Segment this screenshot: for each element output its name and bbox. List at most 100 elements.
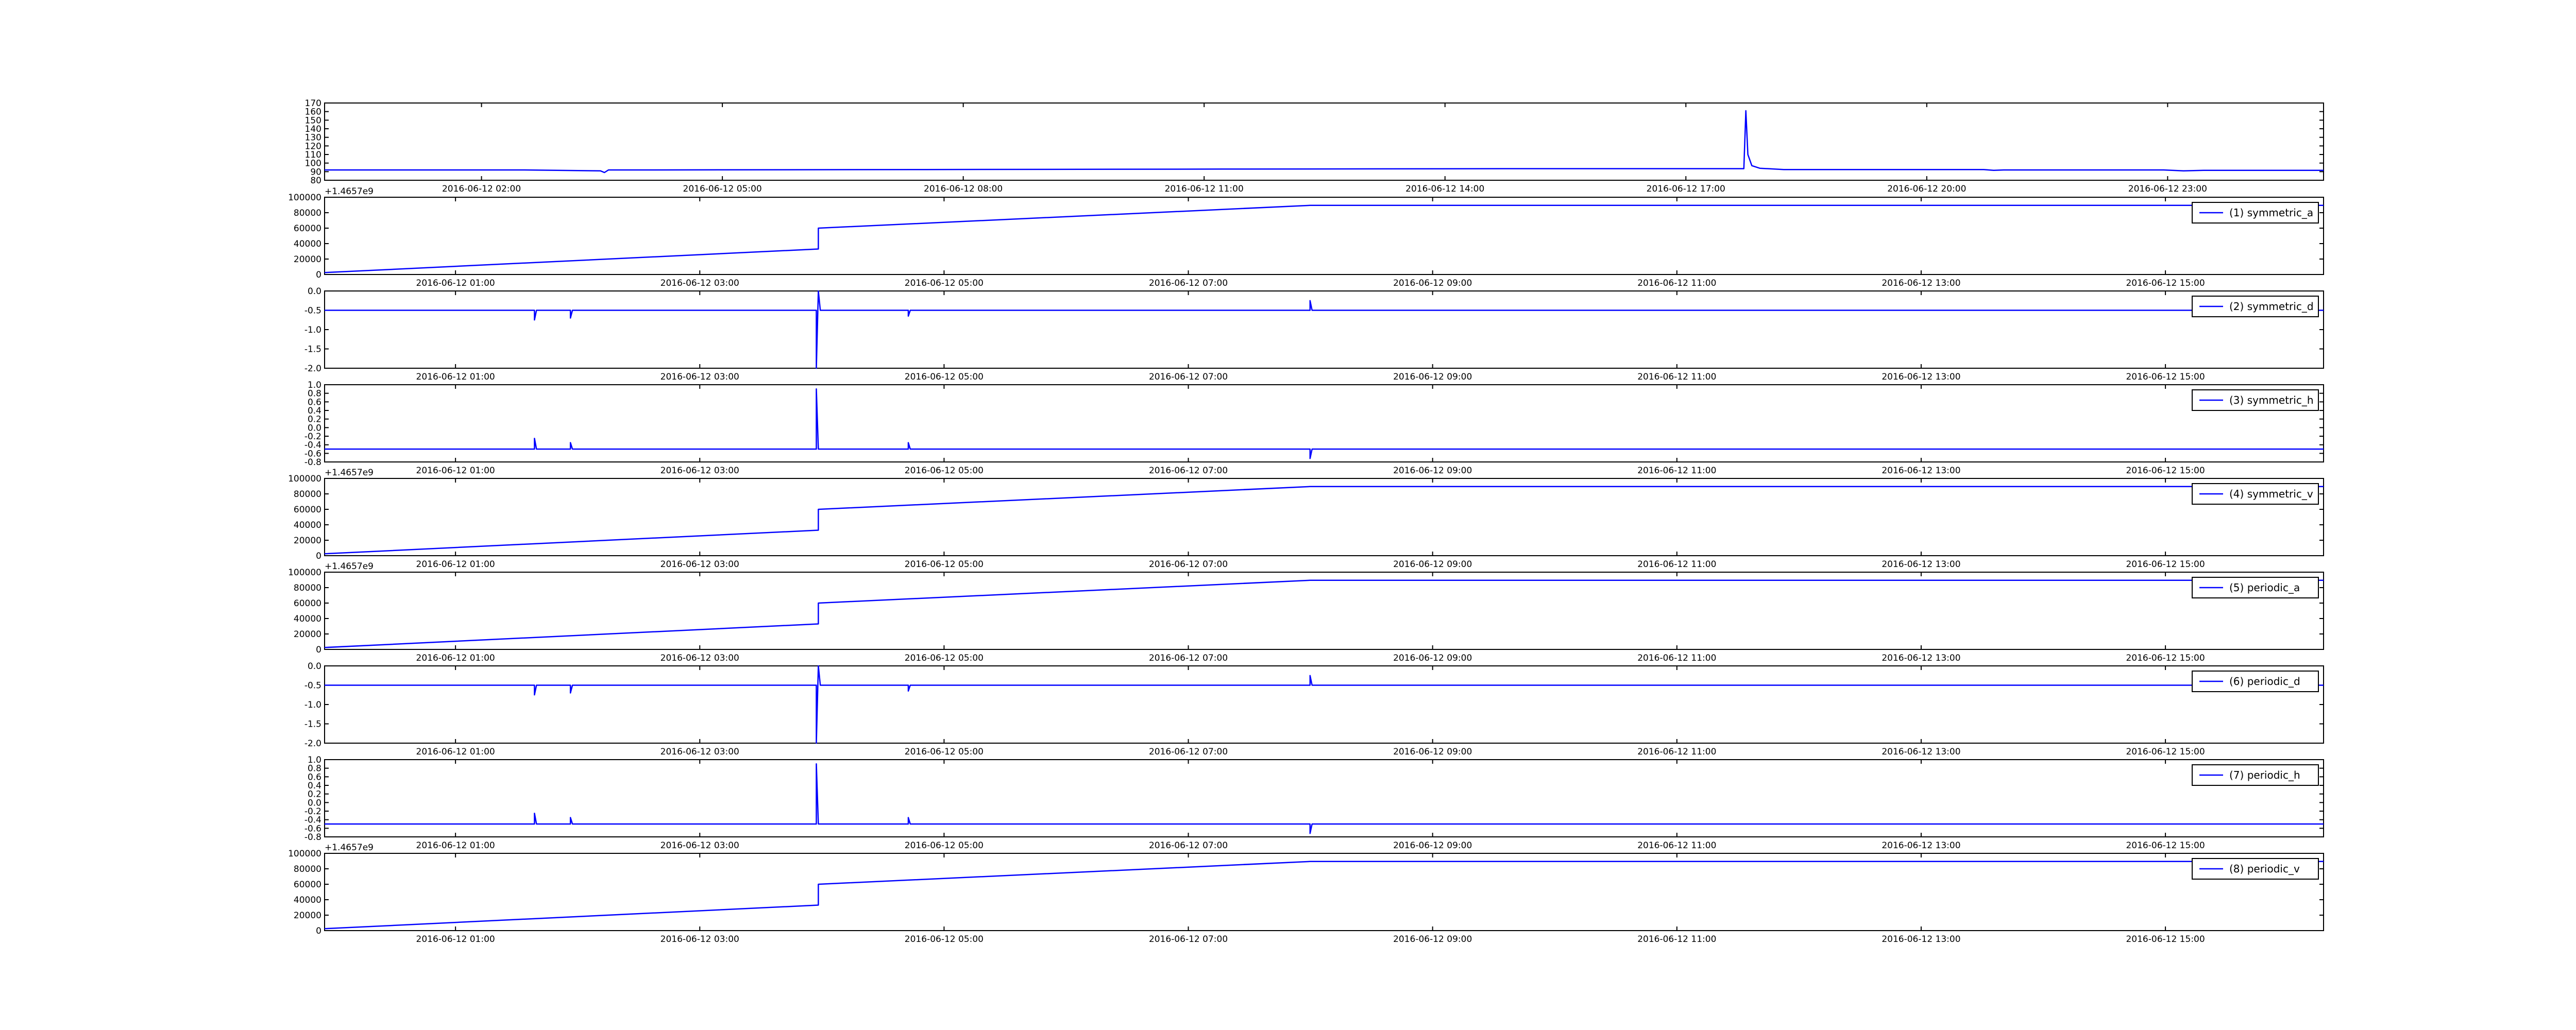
panel-2-xtick-label: 2016-06-12 07:00	[1149, 278, 1228, 288]
panel-2-legend-label: (1) symmetric_a	[2229, 207, 2313, 219]
panel-4-legend-label: (3) symmetric_h	[2229, 394, 2314, 406]
panel-5-ytick-label: 80000	[294, 489, 321, 500]
panel-5-xtick-label: 2016-06-12 03:00	[660, 559, 739, 570]
panel-8-xtick-label: 2016-06-12 01:00	[416, 840, 495, 851]
panel-2-xtick-label: 2016-06-12 05:00	[905, 278, 984, 288]
panel-3-xtick-label: 2016-06-12 03:00	[660, 372, 739, 382]
panel-9-axes-frame	[324, 853, 2324, 931]
panel-6-xtick-label: 2016-06-12 09:00	[1393, 653, 1472, 663]
panel-1-ytick-label: 120	[305, 141, 321, 151]
panel-4-xtick-label: 2016-06-12 11:00	[1637, 466, 1716, 476]
panel-3-xtick-label: 2016-06-12 09:00	[1393, 372, 1472, 382]
panel-5-ytick-label: 20000	[294, 536, 321, 546]
panel-7-xtick-label: 2016-06-12 07:00	[1149, 747, 1228, 757]
panel-4-xtick-label: 2016-06-12 13:00	[1882, 466, 1960, 476]
panel-6-ytick-label: 60000	[294, 598, 321, 609]
panel-2-offset-label: +1.4657e9	[325, 186, 374, 197]
panel-1-xtick-label: 2016-06-12 17:00	[1647, 184, 1725, 194]
panel-7-ytick-label: -1.5	[304, 719, 321, 730]
panel-7-legend-label: (6) periodic_d	[2229, 675, 2300, 688]
panel-9-ytick-label: 100000	[288, 849, 321, 859]
panel-6-xtick-label: 2016-06-12 07:00	[1149, 653, 1228, 663]
panel-4-ytick-label: 0.2	[308, 415, 321, 425]
panel-5-series-line	[324, 486, 2324, 555]
panel-4-xtick-label: 2016-06-12 09:00	[1393, 466, 1472, 476]
panel-4-ytick-label: 1.0	[308, 380, 321, 390]
panel-8-xtick-label: 2016-06-12 03:00	[660, 840, 739, 851]
panel-2-xtick-label: 2016-06-12 13:00	[1882, 278, 1960, 288]
panel-7-xtick-label: 2016-06-12 03:00	[660, 747, 739, 757]
panel-7-xtick-label: 2016-06-12 09:00	[1393, 747, 1472, 757]
panel-9-xtick-label: 2016-06-12 09:00	[1393, 934, 1472, 945]
panel-6-xtick-label: 2016-06-12 15:00	[2126, 653, 2205, 663]
panel-9-xtick-label: 2016-06-12 01:00	[416, 934, 495, 945]
panel-5-xtick-label: 2016-06-12 11:00	[1637, 559, 1716, 570]
panel-6-xtick-label: 2016-06-12 03:00	[660, 653, 739, 663]
panel-7-ytick-label: -0.5	[304, 681, 321, 691]
panel-9-xtick-label: 2016-06-12 11:00	[1637, 934, 1716, 945]
panel-2-xtick-label: 2016-06-12 09:00	[1393, 278, 1472, 288]
panel-7-ytick-label: 0.0	[308, 661, 321, 672]
panel-8-xtick-label: 2016-06-12 13:00	[1882, 840, 1960, 851]
panel-6-xtick-label: 2016-06-12 01:00	[416, 653, 495, 663]
panel-7-series-line	[325, 665, 2324, 744]
panel-2-ytick-label: 80000	[294, 208, 321, 218]
panel-4-axes-frame	[324, 384, 2324, 462]
panel-7-xtick-label: 2016-06-12 13:00	[1882, 747, 1960, 757]
panel-5-xtick-label: 2016-06-12 01:00	[416, 559, 495, 570]
panel-3-ytick-label: -1.0	[304, 325, 321, 335]
panel-7-axes-frame	[324, 665, 2324, 744]
panel-6-ytick-label: 20000	[294, 629, 321, 640]
panel-9-xtick-label: 2016-06-12 15:00	[2126, 934, 2205, 945]
panel-1-xtick-label: 2016-06-12 11:00	[1165, 184, 1244, 194]
panel-2-xtick-label: 2016-06-12 03:00	[660, 278, 739, 288]
panel-1-ytick-label: 150	[305, 115, 321, 126]
panel-1-ytick-label: 170	[305, 98, 321, 109]
panel-5-legend-label: (4) symmetric_v	[2229, 488, 2313, 500]
panel-1-xtick-label: 2016-06-12 08:00	[924, 184, 1003, 194]
panel-7-ytick-label: -2.0	[304, 739, 321, 749]
panel-3-xtick-label: 2016-06-12 05:00	[905, 372, 984, 382]
panel-9-ytick-label: 20000	[294, 911, 321, 921]
panel-8-xtick-label: 2016-06-12 05:00	[905, 840, 984, 851]
panel-1-ytick-label: 110	[305, 150, 321, 160]
panel-3-xtick-label: 2016-06-12 07:00	[1149, 372, 1228, 382]
panel-8-ytick-label: 1.0	[308, 755, 321, 765]
panel-6-ytick-label: 0	[316, 645, 321, 655]
panel-4-xtick-label: 2016-06-12 03:00	[660, 466, 739, 476]
panel-9-ytick-label: 40000	[294, 895, 321, 905]
panel-8-ytick-label: -0.4	[304, 815, 321, 826]
panel-6-ytick-label: 100000	[288, 568, 321, 578]
panel-6-offset-label: +1.4657e9	[325, 561, 374, 572]
panel-4-xtick-label: 2016-06-12 15:00	[2126, 466, 2205, 476]
panel-7-xtick-label: 2016-06-12 01:00	[416, 747, 495, 757]
panel-3-xtick-label: 2016-06-12 11:00	[1637, 372, 1716, 382]
panel-5-offset-label: +1.4657e9	[325, 468, 374, 478]
panel-1-xtick-label: 2016-06-12 05:00	[683, 184, 762, 194]
panel-9-xtick-label: 2016-06-12 05:00	[905, 934, 984, 945]
panel-5-ytick-label: 100000	[288, 474, 321, 484]
panel-1-xtick-label: 2016-06-12 23:00	[2128, 184, 2207, 194]
panel-2-ytick-label: 20000	[294, 254, 321, 265]
panel-6-series-line	[324, 579, 2324, 648]
panel-5-ytick-label: 40000	[294, 520, 321, 530]
panel-4-ytick-label: 0.6	[308, 397, 321, 407]
panel-2-ytick-label: 0	[316, 270, 321, 280]
panel-1-xtick-label: 2016-06-12 20:00	[1887, 184, 1966, 194]
panel-4-xtick-label: 2016-06-12 01:00	[416, 466, 495, 476]
panel-8-legend-label: (7) periodic_h	[2229, 769, 2300, 781]
panel-2-ytick-label: 60000	[294, 224, 321, 234]
panel-4-xtick-label: 2016-06-12 05:00	[905, 466, 984, 476]
panel-5-xtick-label: 2016-06-12 07:00	[1149, 559, 1228, 570]
panel-8-ytick-label: 0.8	[308, 764, 321, 774]
panel-1-xtick-label: 2016-06-12 02:00	[442, 184, 521, 194]
panel-8-ytick-label: -0.8	[304, 832, 321, 843]
panel-3-xtick-label: 2016-06-12 01:00	[416, 372, 495, 382]
panel-4-ytick-label: -0.2	[304, 432, 321, 442]
panel-4-ytick-label: -0.8	[304, 457, 321, 468]
panel-3-ytick-label: -2.0	[304, 364, 321, 374]
panel-8-xtick-label: 2016-06-12 07:00	[1149, 840, 1228, 851]
panel-8-ytick-label: -0.6	[304, 823, 321, 834]
panel-4-xtick-label: 2016-06-12 07:00	[1149, 466, 1228, 476]
panel-4-ytick-label: 0.0	[308, 423, 321, 433]
